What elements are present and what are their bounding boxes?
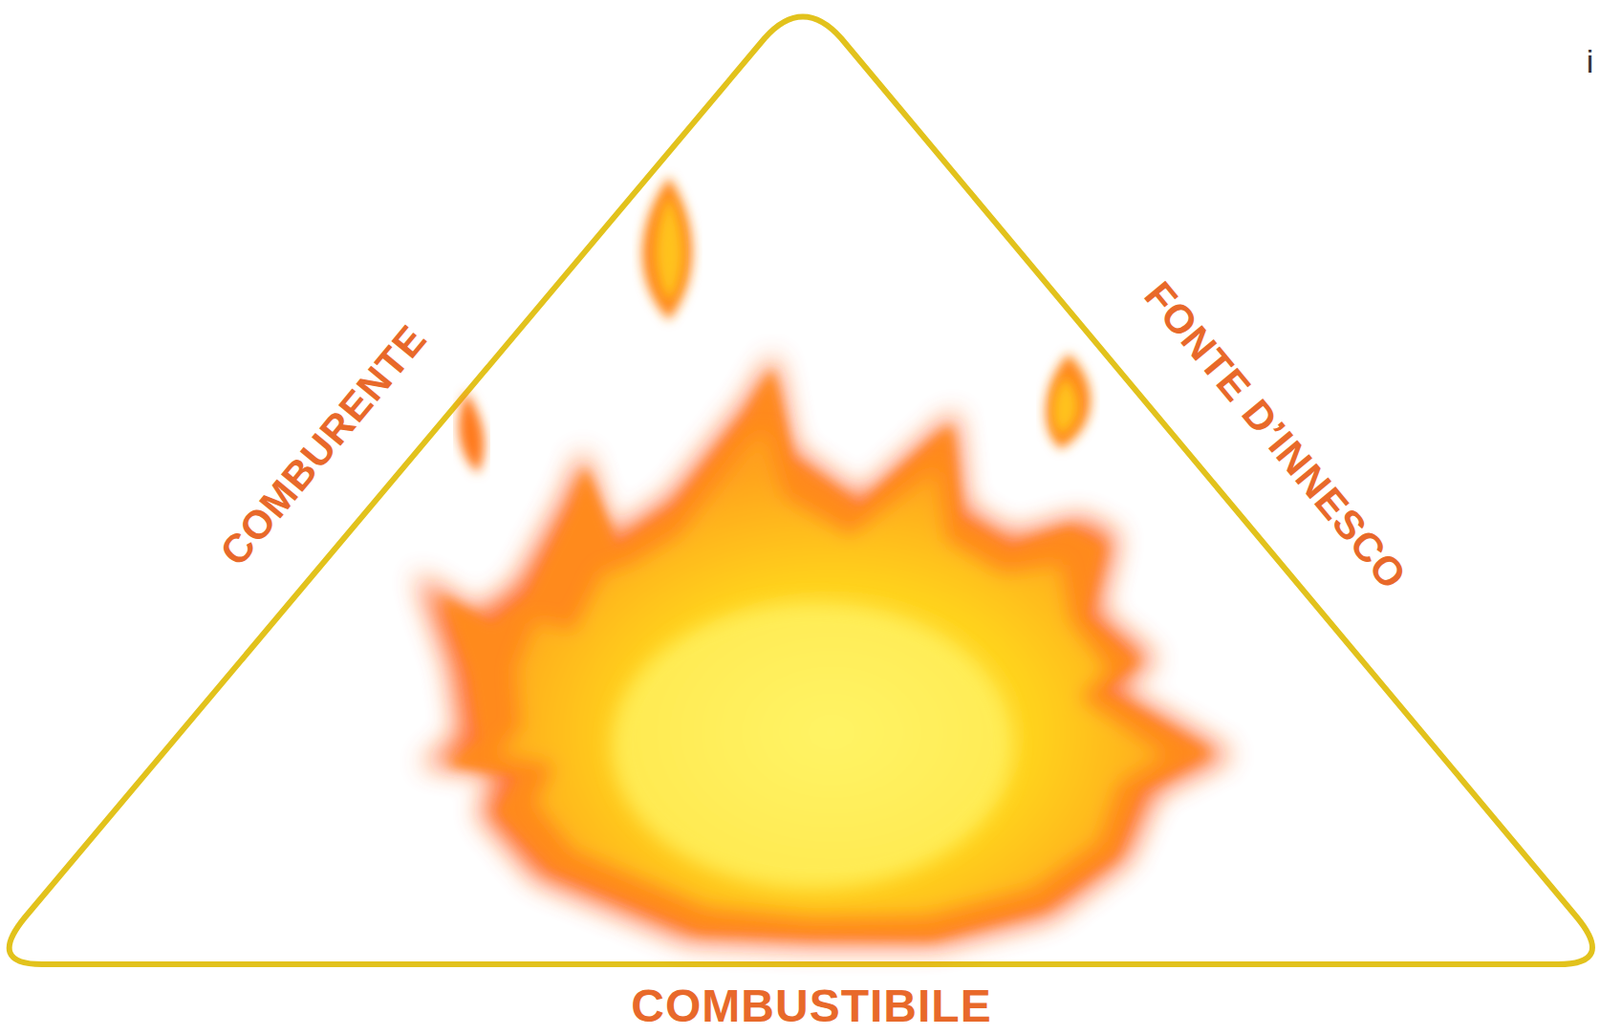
cut-off-letter: i (1586, 44, 1596, 78)
triangle-outline (9, 17, 1593, 966)
oxidizer-label: COMBURENTE (213, 318, 434, 573)
flame (415, 176, 1233, 947)
ignition-source-label: FONTE D’INNESCO (1137, 275, 1414, 598)
fuel-label: COMBUSTIBILE (630, 983, 992, 1030)
